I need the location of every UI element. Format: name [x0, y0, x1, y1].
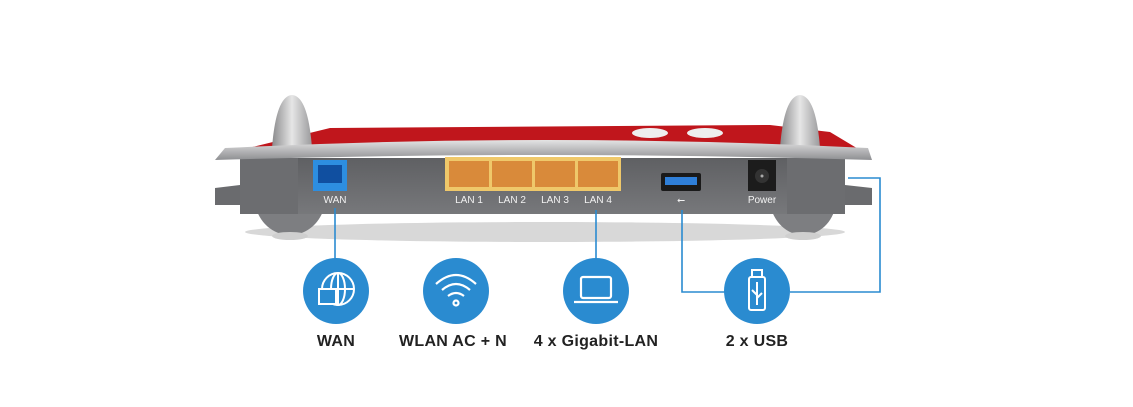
feature-label-lan: 4 x Gigabit-LAN	[533, 333, 659, 350]
lan1-label: LAN 1	[455, 195, 483, 206]
wifi-icon	[423, 258, 489, 324]
connector-lines	[334, 177, 881, 293]
power-label: Power	[748, 195, 777, 206]
antenna-left	[272, 95, 312, 148]
lan3-label: LAN 3	[541, 195, 569, 206]
shadow	[245, 222, 845, 242]
feature-label-usb: 2 x USB	[725, 333, 789, 350]
feature-label-wlan: WLAN AC + N	[398, 333, 508, 350]
top-lip	[215, 140, 872, 160]
feature-label-wan: WAN	[316, 333, 356, 350]
lan-ports	[449, 161, 618, 187]
wan-port-label: WAN	[324, 195, 347, 206]
laptop-icon	[563, 258, 629, 324]
globe-ethernet-icon	[303, 258, 369, 324]
lan4-label: LAN 4	[584, 195, 612, 206]
usb-symbol-icon: ⭠	[677, 195, 685, 206]
lan2-label: LAN 2	[498, 195, 526, 206]
usb-stick-icon	[724, 258, 790, 324]
antenna-right	[780, 95, 820, 148]
